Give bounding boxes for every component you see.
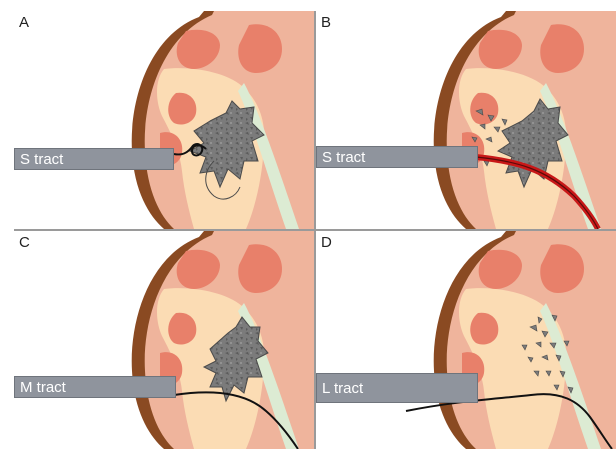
- panel-a: A S tract: [14, 11, 314, 229]
- kidney-illustration-a: [14, 11, 314, 229]
- panel-d: D L tract: [316, 231, 616, 449]
- kidney-illustration-d: [316, 231, 616, 449]
- panel-label-c: C: [19, 234, 30, 251]
- kidney-illustration-b: [316, 11, 616, 229]
- panel-c: C M tract: [14, 231, 314, 449]
- kidney-illustration-c: [14, 231, 314, 449]
- tract-bar-b: S tract: [316, 146, 478, 168]
- tract-bar-c: M tract: [14, 376, 176, 398]
- tract-bar-d: L tract: [316, 373, 478, 403]
- figure: A S tract B S tract: [14, 11, 616, 449]
- panel-label-d: D: [321, 234, 332, 251]
- panel-label-b: B: [321, 14, 331, 31]
- tract-bar-a: S tract: [14, 148, 174, 170]
- panel-b: B S tract: [316, 11, 616, 229]
- grid-divider-horizontal: [14, 229, 616, 231]
- panel-label-a: A: [19, 14, 29, 31]
